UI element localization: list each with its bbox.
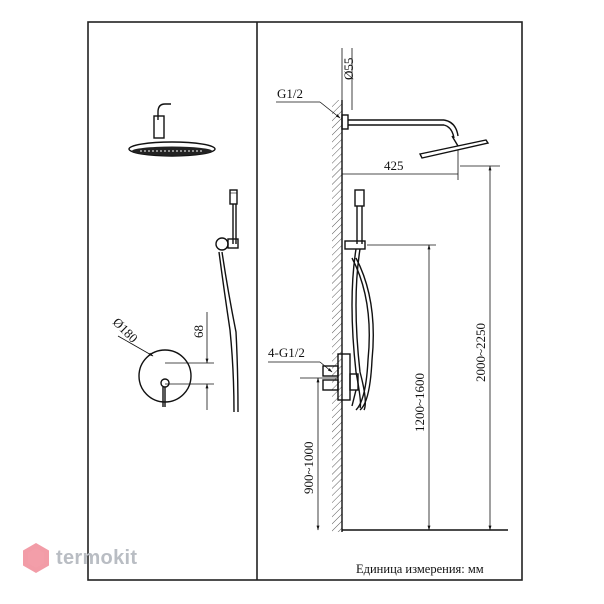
watermark-text: termokit [56, 546, 138, 569]
label-68: 68 [191, 325, 206, 338]
hand-shower-right [344, 189, 374, 411]
label-4g12: 4-G1/2 [268, 345, 305, 360]
label-1200-1600: 1200~1600 [412, 373, 427, 432]
label-d55: Ø55 [341, 58, 356, 80]
dim-68 [165, 312, 214, 410]
label-g12: G1/2 [277, 86, 303, 101]
hexagon-logo-icon [23, 543, 49, 573]
hand-shower-left [215, 189, 239, 413]
shower-arm [341, 114, 490, 159]
dim-d55 [341, 48, 353, 110]
dim-425 [342, 150, 459, 180]
dim-2000-2250 [460, 165, 500, 531]
outer-frame [87, 21, 523, 581]
dim-900-1000 [300, 377, 338, 531]
watermark: termokit [22, 538, 137, 578]
mixer-valve [322, 353, 359, 407]
label-425: 425 [384, 158, 404, 173]
dim-1200-1600 [367, 244, 436, 531]
rain-shower-head [128, 103, 216, 157]
label-d180: Ø180 [110, 315, 141, 346]
label-900-1000: 900~1000 [301, 441, 316, 494]
wall [332, 100, 343, 532]
g12-leader [276, 101, 341, 119]
4g12-leader [268, 361, 333, 373]
units-caption: Единица измерения: мм [356, 562, 484, 576]
d180-leader [117, 335, 154, 357]
label-2000-2250: 2000~2250 [473, 323, 488, 382]
mixer-plate [138, 349, 192, 407]
